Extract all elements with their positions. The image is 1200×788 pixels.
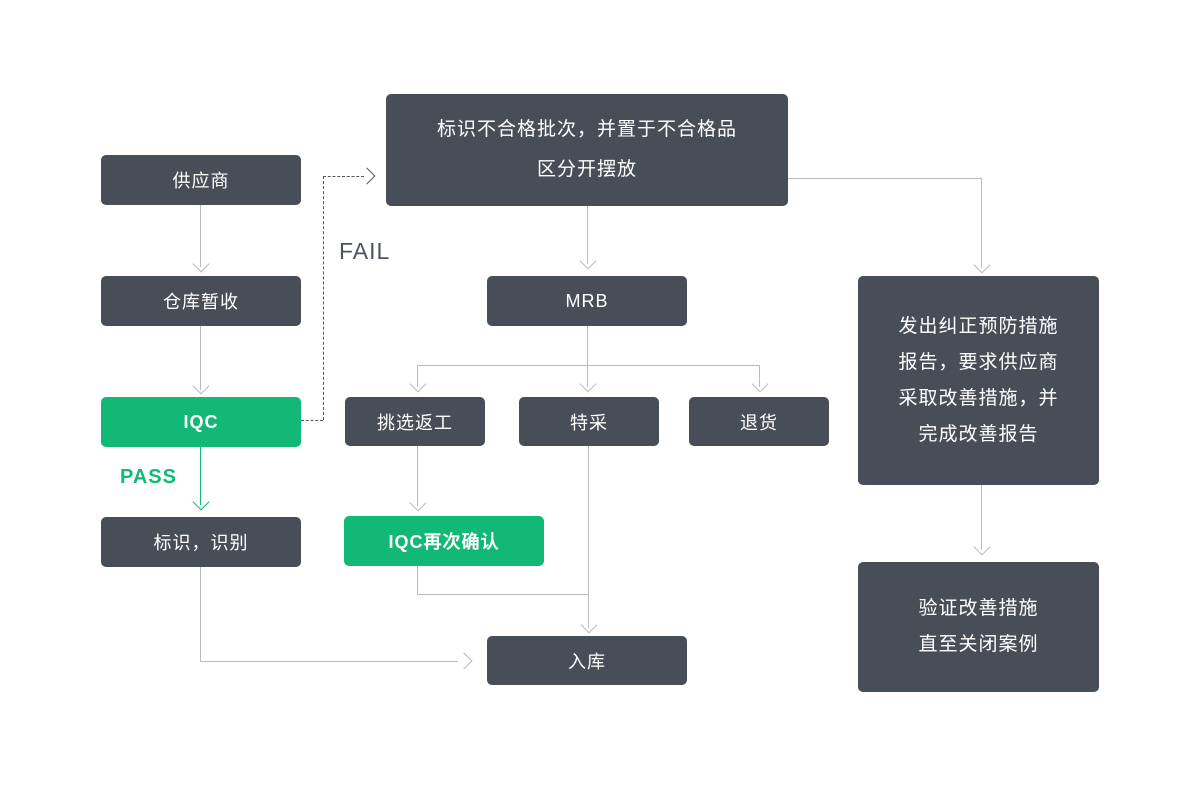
pass-edge-label: PASS [120,466,177,488]
node-supplier: 供应商 [101,155,301,205]
connector-segment [981,178,982,268]
arrowhead-right-icon [358,167,376,185]
node-return-goods: 退货 [689,397,829,446]
connector-segment [301,420,323,421]
connector-segment [587,206,588,264]
node-mark-identify: 标识，识别 [101,517,301,567]
connector-segment [417,365,418,387]
arrowhead-down-icon [192,255,210,273]
connector-segment [200,447,201,505]
connector-segment [323,176,364,177]
connector-segment [417,365,759,366]
arrowhead-down-icon [973,538,991,556]
connector-segment [323,176,324,420]
connector-segment [981,485,982,550]
node-warehouse-receipt: 仓库暂收 [101,276,301,326]
connector-segment [587,365,588,387]
connector-segment [200,567,201,661]
arrowhead-down-icon [409,494,427,512]
connector-segment [759,365,760,387]
node-warehouse-in: 入库 [487,636,687,685]
arrowhead-down-icon [579,252,597,270]
node-special-accept: 特采 [519,397,659,446]
arrowhead-right-icon [455,652,473,670]
connector-segment [417,446,418,506]
arrowhead-down-icon [192,493,210,511]
connector-segment [788,178,981,179]
connector-segment [588,446,589,628]
arrowhead-down-icon [579,375,597,393]
arrowhead-down-icon [973,256,991,274]
connector-segment [200,326,201,390]
connector-segment [417,594,588,595]
arrowhead-down-icon [751,375,769,393]
node-capa-report: 发出纠正预防措施 报告，要求供应商 采取改善措施，并 完成改善报告 [858,276,1099,485]
arrowhead-down-icon [580,616,598,634]
node-mrb: MRB [487,276,687,326]
connector-segment [587,326,588,365]
node-nonconforming-area: 标识不合格批次，并置于不合格品 区分开摆放 [386,94,788,206]
node-sort-rework: 挑选返工 [345,397,485,446]
fail-edge-label: FAIL [339,238,391,264]
arrowhead-down-icon [192,377,210,395]
connector-segment [200,661,458,662]
arrowhead-down-icon [409,375,427,393]
connector-segment [200,205,201,267]
node-iqc: IQC [101,397,301,447]
node-iqc-recheck: IQC再次确认 [344,516,544,566]
node-verify-close: 验证改善措施 直至关闭案例 [858,562,1099,692]
connector-segment [417,566,418,594]
